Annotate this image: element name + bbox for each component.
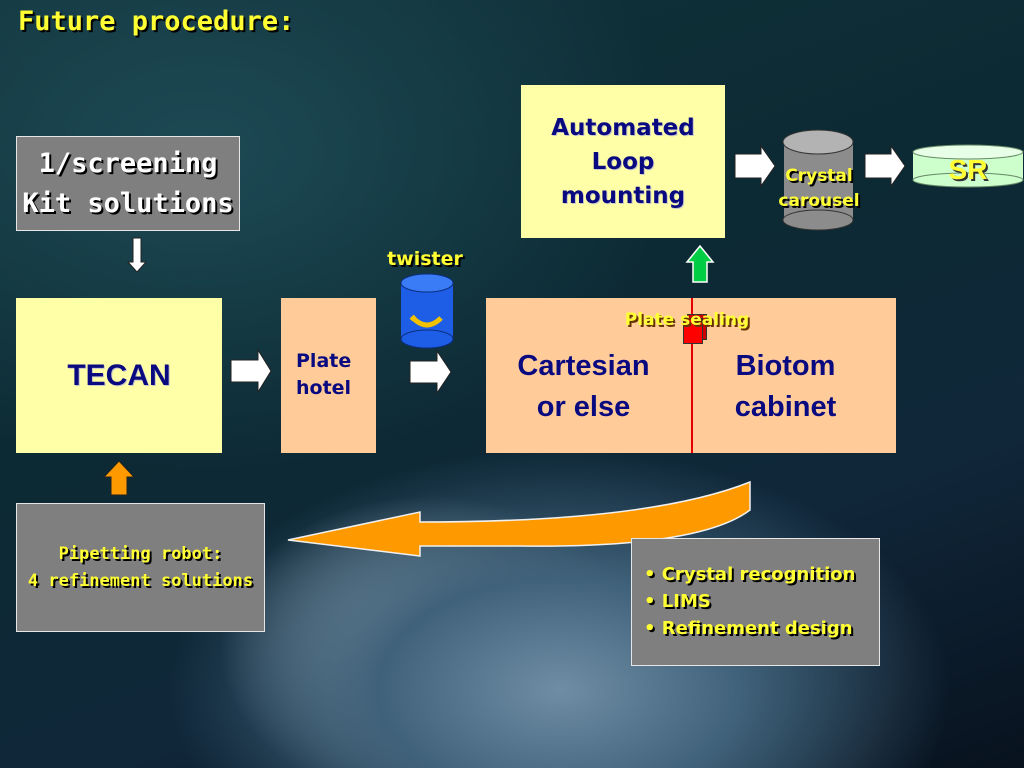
info-box: Crystal recognition LIMS Refinement desi…	[631, 538, 880, 666]
arrow-up-pipetting-icon	[102, 460, 136, 496]
sr-disc-icon	[912, 144, 1024, 188]
arrow-down-screening-icon	[126, 237, 148, 273]
plate-hotel-box: Plate hotel	[281, 298, 376, 453]
info-item: Crystal recognition	[644, 561, 856, 588]
loop-mounting-box: Automated Loop mounting	[521, 85, 725, 238]
plate-sealing-label: Plate sealing	[624, 310, 750, 330]
arrow-right-tecan-icon	[230, 348, 272, 394]
arrow-right-loop-icon	[734, 144, 776, 188]
tecan-box: TECAN	[16, 298, 222, 453]
pipetting-robot-box: Pipetting robot: 4 refinement solutions	[16, 503, 265, 632]
info-list: Crystal recognition LIMS Refinement desi…	[644, 561, 856, 642]
info-item: LIMS	[644, 588, 855, 615]
arrow-up-green-icon	[685, 244, 715, 283]
slide-title: Future procedure:	[18, 6, 295, 37]
crystal-carousel-label: Crystal carousel	[778, 166, 860, 211]
arrow-right-carousel-icon	[864, 144, 906, 188]
sr-label: SR	[948, 154, 988, 185]
info-item: Refinement design	[644, 615, 855, 642]
crystal-carousel-cylinder-icon	[782, 129, 854, 231]
return-arrow-icon	[287, 480, 751, 557]
screening-kit-box: 1/screening Kit solutions	[16, 136, 240, 231]
twister-cylinder-icon	[400, 273, 454, 349]
plate-seal-icon	[683, 314, 709, 344]
red-divider	[691, 298, 693, 453]
cartesian-label: Cartesian or else	[517, 350, 650, 423]
arrow-right-hotel-icon	[409, 349, 452, 395]
biotom-label: Biotom cabinet	[734, 350, 837, 423]
twister-label: twister	[387, 248, 463, 270]
